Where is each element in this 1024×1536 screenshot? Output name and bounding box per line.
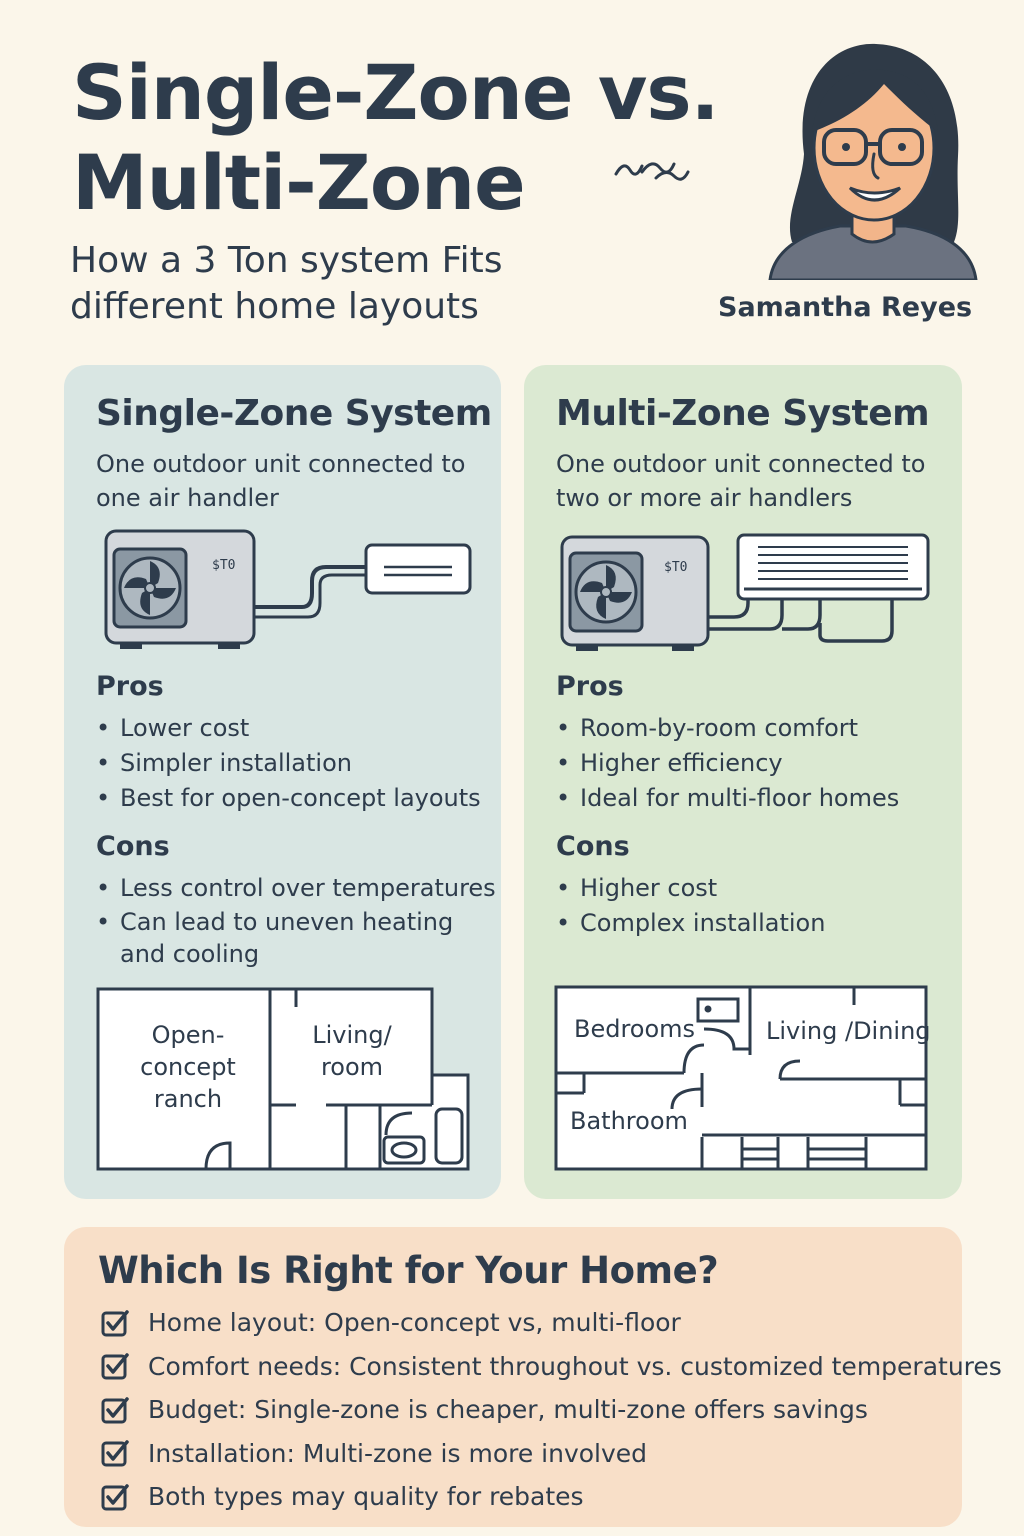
air-handler-icon <box>364 543 472 595</box>
page-subtitle: How a 3 Ton system Fits different home l… <box>70 238 503 330</box>
checklist-item: Both types may quality for rebates <box>100 1475 1002 1519</box>
multi-pros-list: Room-by-room comfort Higher efficiency I… <box>556 711 956 816</box>
single-zone-description: One outdoor unit connected to one air ha… <box>96 450 466 512</box>
floorplan-label-bathroom: Bathroom <box>570 1107 688 1135</box>
floorplan-label: Open- <box>152 1021 225 1049</box>
checkbox-checked-icon <box>101 1484 129 1511</box>
floorplan-label: room <box>321 1053 383 1081</box>
checklist-panel: Which Is Right for Your Home? Home layou… <box>64 1227 1002 1527</box>
floorplan-label-bedrooms: Bedrooms <box>574 1015 695 1043</box>
checklist-item-text: Comfort needs: Consistent throughout vs.… <box>148 1351 1002 1381</box>
list-item: Lower cost <box>96 711 496 746</box>
floorplan-label: Living/ <box>312 1021 392 1049</box>
title-line-1: Single-Zone vs. <box>72 48 720 137</box>
author-name: Samantha Reyes <box>718 292 973 323</box>
single-zone-illustration: $T0 <box>104 529 472 649</box>
list-item: Room-by-room comfort <box>556 711 956 746</box>
multi-zone-panel: Multi-Zone System One outdoor unit conne… <box>524 365 962 1199</box>
drain-line <box>254 573 368 619</box>
checklist-item: Home layout: Open-concept vs, multi-floo… <box>100 1301 1002 1345</box>
refrigerant-lines <box>708 599 894 643</box>
multi-unit-label: $T0 <box>664 560 687 575</box>
list-item: Ideal for multi-floor homes <box>556 781 956 816</box>
checklist-item: Budget: Single-zone is cheaper, multi-zo… <box>100 1388 1002 1432</box>
outdoor-unit-icon: $T0 <box>560 535 710 651</box>
refrigerant-line <box>254 565 368 609</box>
checklist-item-text: Both types may quality for rebates <box>148 1482 584 1512</box>
single-unit-label: $T0 <box>212 558 235 573</box>
multi-zone-title: Multi-Zone System <box>556 393 930 434</box>
list-item: Higher cost <box>556 871 956 906</box>
floorplan-label: concept <box>140 1053 236 1081</box>
air-handler-icon <box>736 533 930 601</box>
multi-zone-description: One outdoor unit connected to two or mor… <box>556 450 926 512</box>
subtitle-line-1: How a 3 Ton system Fits <box>70 240 503 281</box>
checkbox-checked-icon <box>101 1440 129 1467</box>
single-zone-panel: Single-Zone System One outdoor unit conn… <box>64 365 501 1199</box>
checklist-item-text: Budget: Single-zone is cheaper, multi-zo… <box>148 1395 868 1425</box>
list-item: Less control over temperatures <box>96 871 496 906</box>
multi-zone-illustration: $T0 <box>560 533 930 651</box>
floorplan-label: ranch <box>154 1085 222 1113</box>
list-item: Higher efficiency <box>556 746 956 781</box>
checklist-title: Which Is Right for Your Home? <box>98 1249 719 1292</box>
multi-cons-list: Higher cost Complex installation <box>556 871 956 941</box>
checklist-item: Installation: Multi-zone is more involve… <box>100 1432 1002 1476</box>
single-pros-heading: Pros <box>96 671 164 702</box>
checklist-item: Comfort needs: Consistent throughout vs.… <box>100 1345 1002 1389</box>
multi-zone-floorplan: Bedrooms Living /Dining Bathroom <box>554 985 930 1171</box>
single-pros-list: Lower cost Simpler installation Best for… <box>96 711 496 816</box>
checkbox-checked-icon <box>101 1353 129 1380</box>
single-zone-title: Single-Zone System <box>96 393 492 434</box>
page-title: Single-Zone vs. Multi-Zone <box>72 48 720 228</box>
subtitle-line-2: different home layouts <box>70 286 479 327</box>
multi-cons-heading: Cons <box>556 831 630 862</box>
checklist-list: Home layout: Open-concept vs, multi-floo… <box>100 1301 1002 1519</box>
single-cons-heading: Cons <box>96 831 170 862</box>
list-item: Best for open-concept layouts <box>96 781 496 816</box>
list-item: Complex installation <box>556 906 956 941</box>
single-zone-floorplan: Open- concept ranch Living/ room <box>96 987 470 1171</box>
floorplan-label-living-dining: Living /Dining <box>766 1017 930 1045</box>
author-avatar-icon <box>768 43 978 280</box>
list-item: Can lead to uneven heating and cooling <box>96 906 460 970</box>
checklist-item-text: Installation: Multi-zone is more involve… <box>148 1438 648 1468</box>
single-cons-list: Less control over temperatures Can lead … <box>96 871 496 970</box>
list-item: Simpler installation <box>96 746 496 781</box>
squiggle-decoration-icon <box>614 162 690 181</box>
checkbox-checked-icon <box>101 1397 129 1424</box>
checkbox-checked-icon <box>101 1310 129 1337</box>
multi-pros-heading: Pros <box>556 671 624 702</box>
checklist-item-text: Home layout: Open-concept vs, multi-floo… <box>148 1308 681 1338</box>
title-line-2: Multi-Zone <box>72 138 526 227</box>
outdoor-unit-icon: $T0 <box>104 529 256 649</box>
